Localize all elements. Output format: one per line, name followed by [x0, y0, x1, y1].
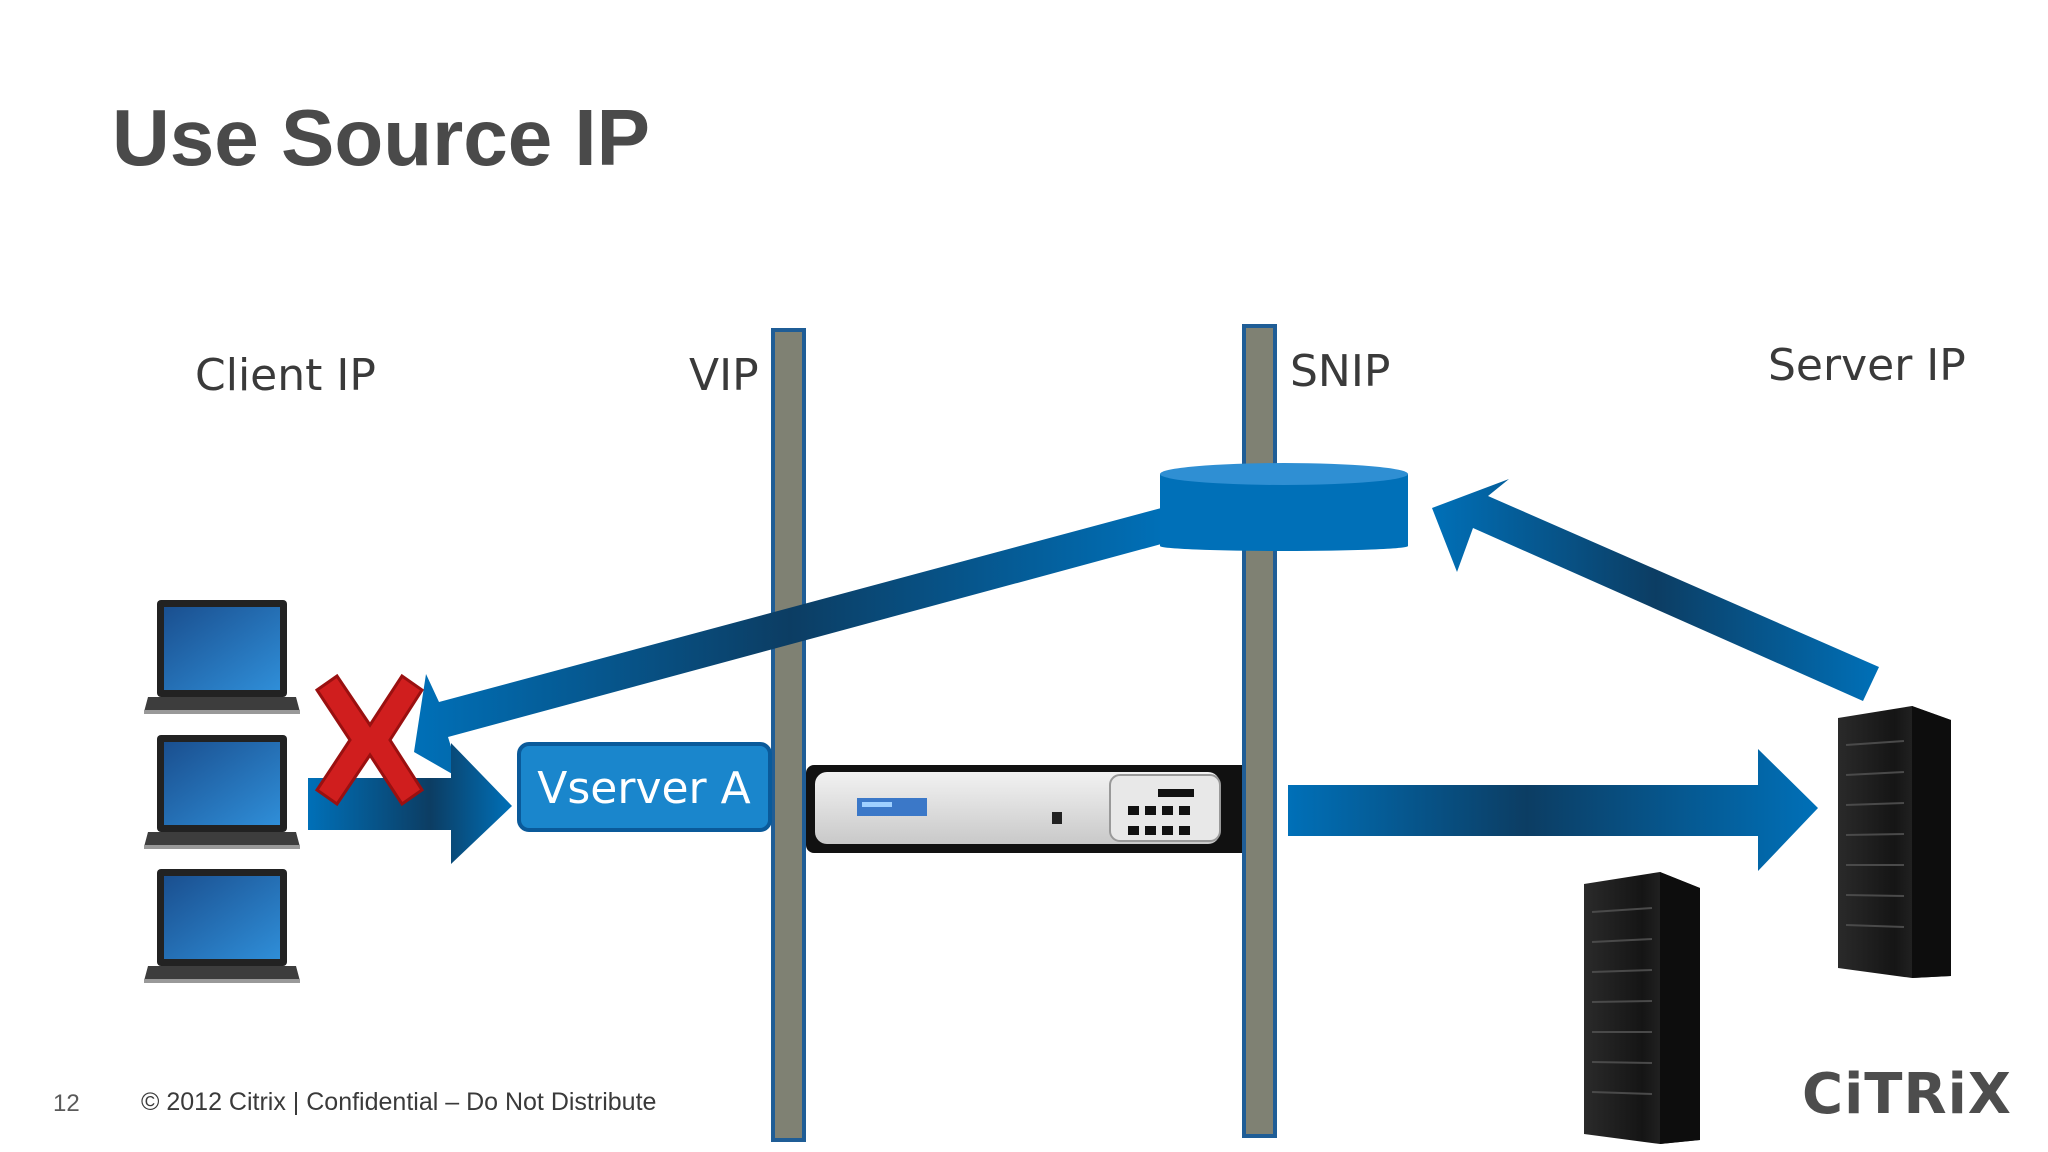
- page-number: 12: [53, 1090, 80, 1117]
- client-laptop-icon: [144, 735, 300, 849]
- return-arrow-to-client: [414, 507, 1165, 779]
- vserver-box: Vserver A: [517, 742, 772, 832]
- vserver-label: Vserver A: [537, 763, 750, 814]
- client-to-vserver-arrow: [308, 743, 512, 864]
- router-icon: [1160, 463, 1408, 551]
- server-to-router-arrow: [1432, 479, 1879, 701]
- vip-label: VIP: [689, 350, 759, 401]
- citrix-logo: CiTRiX: [1802, 1062, 2012, 1127]
- appliance-to-server-arrow: [1288, 749, 1818, 871]
- blocked-x-icon: [314, 673, 425, 807]
- slide-title: Use Source IP: [112, 93, 651, 182]
- client-laptop-icon: [144, 600, 300, 714]
- snip-label: SNIP: [1290, 346, 1391, 397]
- server-ip-label: Server IP: [1768, 340, 1966, 391]
- footer-notice: © 2012 Citrix | Confidential – Do Not Di…: [141, 1088, 657, 1116]
- vip-boundary-line: [771, 328, 806, 1142]
- netscaler-appliance: [806, 765, 1256, 853]
- server-rack-icon: [1838, 706, 1951, 978]
- server-rack-icon: [1584, 872, 1700, 1144]
- client-ip-label: Client IP: [195, 350, 376, 401]
- snip-boundary-line: [1242, 324, 1277, 1138]
- client-laptop-icon: [144, 869, 300, 983]
